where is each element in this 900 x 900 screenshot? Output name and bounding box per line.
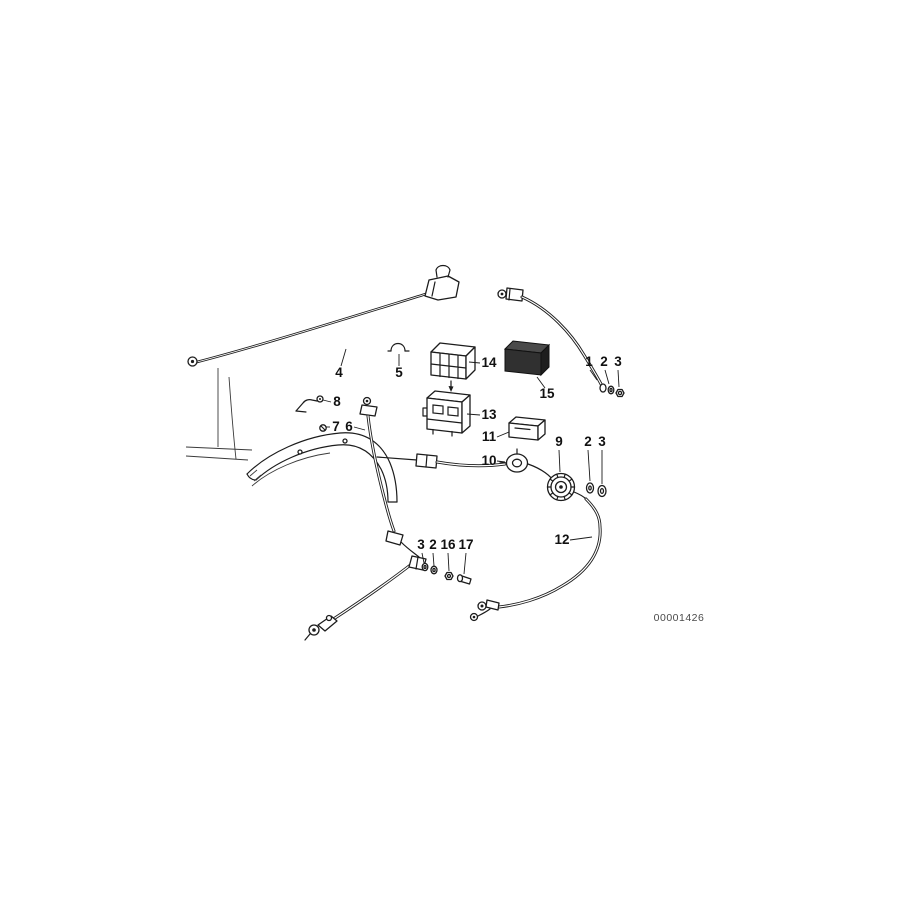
bolt-7 — [319, 424, 327, 432]
fuse-holder-13 — [422, 390, 471, 437]
part-label-5: 5 — [395, 365, 403, 380]
part-label-8: 8 — [333, 394, 341, 409]
eyelet — [599, 383, 607, 393]
part-label-3-mid: 3 — [598, 434, 606, 449]
relay-15 — [503, 340, 551, 377]
callout-5: 5 — [395, 354, 403, 380]
callout-11: 11 — [482, 429, 510, 444]
pin-arrow — [448, 386, 454, 392]
part-label-6: 6 — [345, 419, 353, 434]
part-label-11: 11 — [482, 429, 497, 444]
cable-12 — [469, 491, 602, 622]
part-label-3-bottom: 3 — [417, 537, 425, 552]
callout-8: 8 — [322, 394, 341, 409]
part-label-12: 12 — [554, 532, 569, 547]
part-label-9: 9 — [555, 434, 563, 449]
flanged-disc-9 — [546, 472, 576, 502]
part-label-4: 4 — [335, 365, 343, 380]
clamp-clip-5 — [387, 342, 410, 352]
battery-earth-lead — [304, 555, 427, 641]
callout-10: 10 — [481, 453, 506, 468]
connector-plug — [424, 275, 460, 301]
drawing-number: 00001426 — [654, 612, 705, 624]
part-label-2-mid: 2 — [584, 434, 592, 449]
body-panel-lines — [185, 368, 253, 461]
part-label-2-top: 2 — [600, 354, 608, 369]
part-label-14: 14 — [481, 355, 497, 370]
callout-16: 16 — [440, 537, 456, 572]
callout-17: 17 — [458, 537, 474, 575]
part-label-15: 15 — [539, 386, 555, 401]
callout-2-bottom: 2 — [429, 537, 437, 567]
callout-14: 14 — [468, 355, 497, 370]
part-label-1: 1 — [585, 354, 593, 369]
callout-3-bottom: 3 — [417, 537, 425, 564]
callout-13: 13 — [466, 407, 497, 422]
callout-6: 6 — [345, 419, 366, 434]
part-label-16: 16 — [440, 537, 456, 552]
callout-7: 7 — [326, 419, 340, 434]
battery-lead-4 — [187, 264, 460, 367]
cover-11 — [508, 416, 546, 441]
part-label-2-bottom: 2 — [429, 537, 437, 552]
callout-3-top: 3 — [614, 354, 622, 388]
part-label-3-top: 3 — [614, 354, 622, 369]
callout-4: 4 — [335, 348, 347, 380]
part-label-13: 13 — [481, 407, 497, 422]
lead-1 — [497, 287, 625, 398]
fasteners-bottom — [421, 562, 472, 585]
part-label-7: 7 — [332, 419, 340, 434]
callout-3-mid: 3 — [598, 434, 606, 484]
clip-8 — [295, 395, 324, 413]
grommet-10 — [499, 448, 529, 473]
callout-2-mid: 2 — [584, 434, 592, 482]
relay-14 — [430, 342, 476, 392]
earth-cable-6 — [359, 396, 420, 558]
mid-harness — [376, 453, 555, 483]
callout-12: 12 — [554, 532, 593, 547]
callout-1: 1 — [585, 354, 598, 381]
washers-mid — [585, 482, 607, 498]
part-label-17: 17 — [458, 537, 473, 552]
callout-2-top: 2 — [600, 354, 610, 385]
arch-trim-panel — [246, 432, 398, 503]
part-label-10: 10 — [481, 453, 496, 468]
callout-15: 15 — [536, 376, 555, 401]
callout-9: 9 — [555, 434, 563, 473]
